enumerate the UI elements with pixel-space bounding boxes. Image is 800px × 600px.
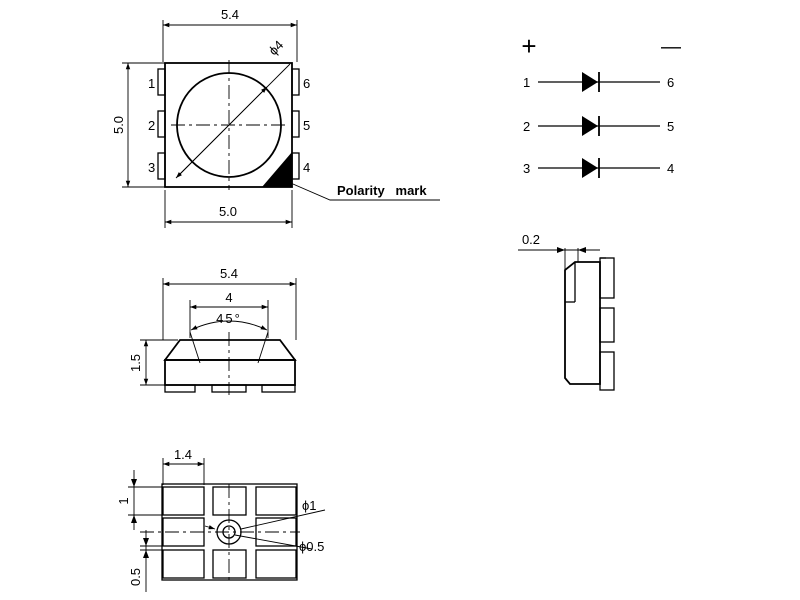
pin-label-5: 5 [303, 118, 310, 133]
footprint-pad [255, 486, 297, 516]
diode-row-3-right-label: 4 [667, 161, 674, 176]
diode-symbol [582, 72, 598, 92]
hole-outer-dimension-label: ϕ1 [302, 498, 317, 513]
footprint-pad [162, 549, 205, 579]
offset-dimension-label: 0.2 [522, 232, 540, 247]
footprint-pad [255, 549, 297, 579]
pin-2-tab [157, 110, 166, 138]
polarity-leader [285, 180, 440, 201]
pin-label-4: 4 [303, 160, 310, 175]
side-lens-dome [163, 339, 297, 361]
side-body [164, 359, 296, 386]
schematic: + — 1 6 2 5 3 4 [521, 31, 681, 178]
diode-row-2-left-label: 2 [523, 119, 530, 134]
pad-height-dimension-label: 1 [116, 497, 131, 504]
footprint-pad [212, 549, 247, 579]
footprint-pad [162, 486, 205, 516]
pin-label-1: 1 [148, 76, 155, 91]
side-pin-left [164, 384, 196, 393]
pin-label-6: 6 [303, 76, 310, 91]
diode-row-1-left-label: 1 [523, 75, 530, 90]
diode-row-3-left-label: 3 [523, 161, 530, 176]
side-width-dimension-label: 5.4 [220, 266, 238, 281]
polarity-mark [262, 152, 292, 187]
cathode-minus-sign: — [661, 36, 681, 58]
diode-symbol [582, 116, 598, 136]
profile-pin-middle [599, 307, 615, 343]
thermal-hole-inner [222, 525, 236, 539]
side-pin-right [261, 384, 296, 393]
gap-dimension-label: 0.5 [128, 568, 143, 586]
thermal-hole-outer [216, 519, 242, 545]
pad-width-dimension-label: 1.4 [174, 447, 192, 462]
diode-row-1-right-label: 6 [667, 75, 674, 90]
pin-label-3: 3 [148, 160, 155, 175]
height-dimension-label: 5.0 [111, 116, 126, 134]
profile-view: 0.2 [518, 232, 615, 391]
side-pin-middle [211, 384, 247, 393]
side-view: 5.4 4 45° 1.5 [128, 266, 297, 395]
beam-angle-label: 45° [216, 311, 242, 326]
profile-body [564, 261, 601, 385]
diode-symbol [582, 158, 598, 178]
pin-1-tab [157, 68, 166, 96]
side-lens-dimension-label: 4 [225, 290, 232, 305]
profile-pin-bottom [599, 351, 615, 391]
hole-inner-leader [234, 534, 313, 550]
profile-pin-top [599, 257, 615, 299]
diode-row-2: 2 5 [523, 116, 674, 136]
bottom-dimension-label: 5.0 [219, 204, 237, 219]
diode-row-2-right-label: 5 [667, 119, 674, 134]
width-dimension-label: 5.4 [221, 7, 239, 22]
pin-3-tab [157, 152, 166, 180]
beam-angle-arc [190, 320, 268, 331]
diode-row-1: 1 6 [523, 72, 674, 92]
pin-5-tab [291, 110, 300, 138]
side-height-dimension-label: 1.5 [128, 354, 143, 372]
footprint-view: 1.4 ϕ1 ϕ0.5 1 [116, 447, 326, 592]
pin-label-2: 2 [148, 118, 155, 133]
pin-4-tab [291, 152, 300, 180]
footprint-pad [212, 486, 247, 516]
hole-inner-dimension-label: ϕ0.5 [299, 539, 324, 554]
polarity-mark-label: Polarity mark [337, 183, 427, 198]
diode-row-3: 3 4 [523, 158, 674, 178]
top-view: 5.4 5.0 5.0 1 2 3 6 5 4 ϕ4 [111, 7, 440, 228]
pin-6-tab [291, 68, 300, 96]
hole-outer-leader [240, 509, 326, 530]
anode-plus-sign: + [521, 31, 536, 61]
lens-diameter-label: ϕ4 [266, 37, 287, 58]
